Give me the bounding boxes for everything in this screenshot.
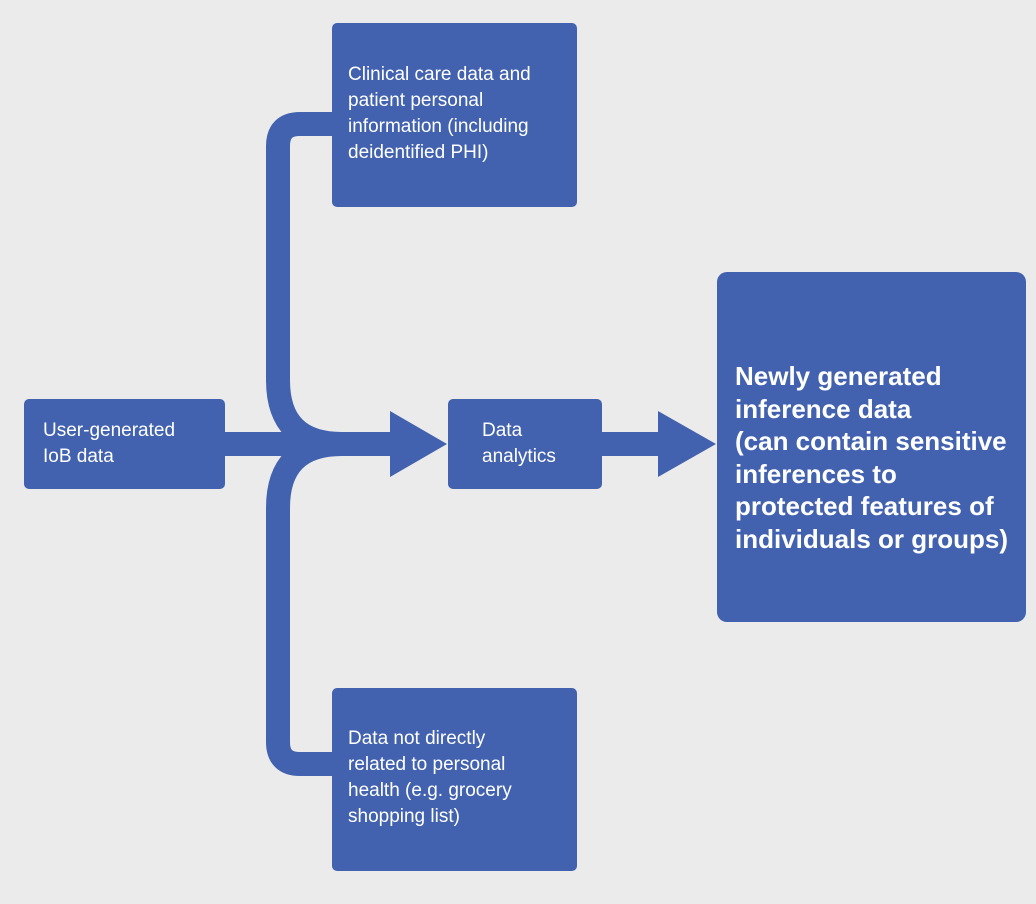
data-analytics-label: Data analytics	[482, 420, 556, 467]
clinical-data-label: Clinical care data and patient personal …	[348, 64, 531, 163]
non-health-data-label: Data not directly related to personal he…	[348, 728, 512, 827]
user-generated-data-label: User-generated IoB data	[43, 420, 176, 467]
non-health-data-node: Data not directly related to personal he…	[332, 688, 577, 871]
arrow-head-to-analytics	[390, 411, 447, 477]
inference-data-node: Newly generated inference data (can cont…	[717, 272, 1026, 622]
data-analytics-node: Data analytics	[448, 399, 602, 489]
user-generated-data-node: User-generated IoB data	[24, 399, 225, 489]
clinical-data-node: Clinical care data and patient personal …	[332, 23, 577, 207]
arrow-head-to-inference	[658, 411, 716, 477]
inference-data-label: Newly generated inference data (can cont…	[735, 361, 1009, 554]
